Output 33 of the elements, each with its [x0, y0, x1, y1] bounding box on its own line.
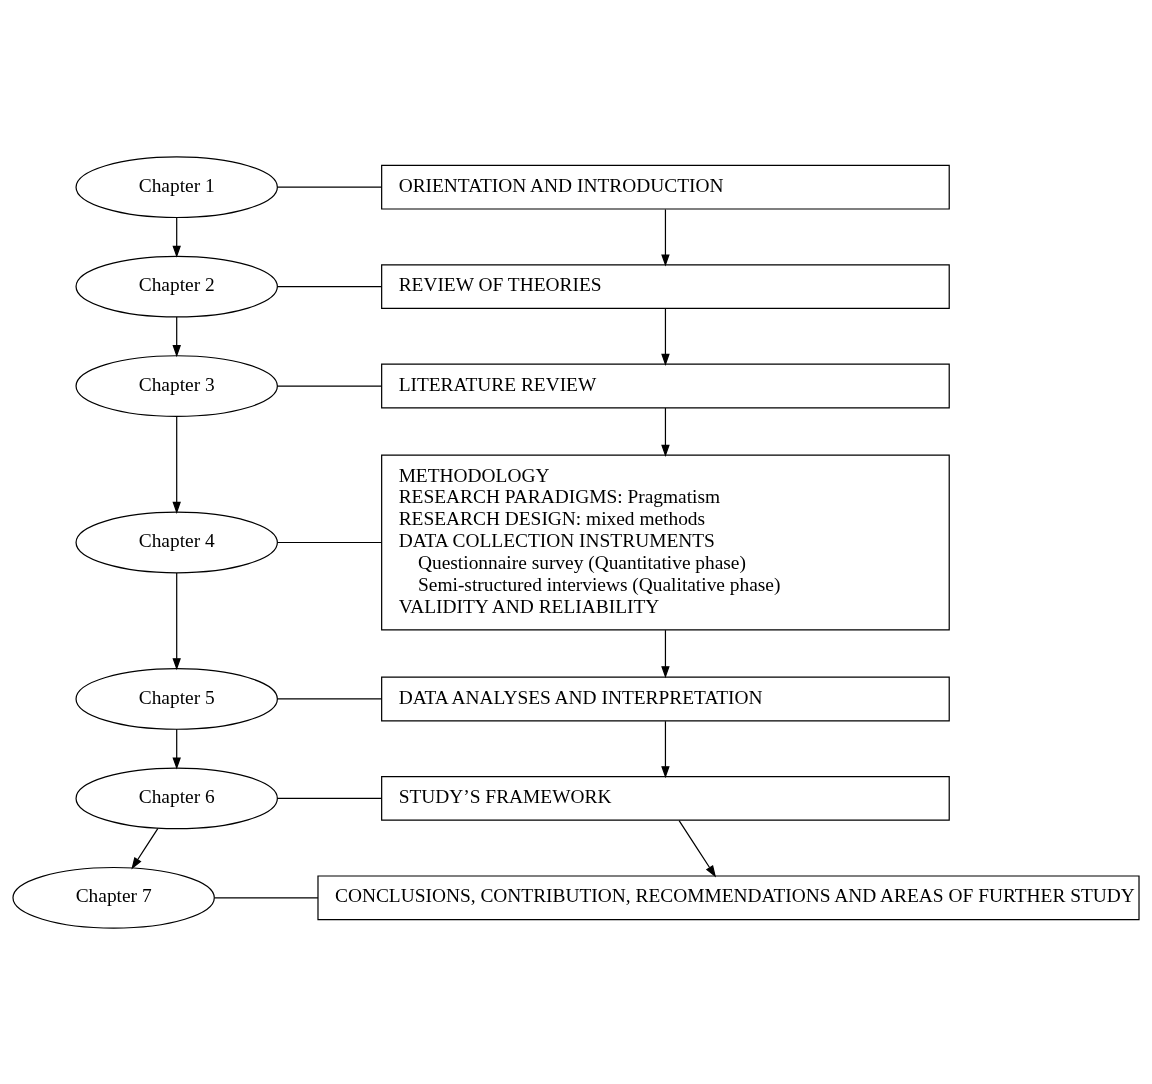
arrow — [661, 629, 670, 678]
arrow — [172, 415, 181, 514]
arrow — [172, 571, 181, 670]
connector — [276, 797, 383, 799]
node-ellipse: Chapter 3 — [75, 354, 278, 417]
connector — [276, 384, 383, 387]
connector — [276, 285, 383, 287]
node-box: CONCLUSIONS, CONTRIBUTION, RECOMMENDATIONS AND AREAS OF FURTHER STUDY — [317, 874, 1140, 920]
connector — [213, 896, 319, 898]
node-box: ORIENTATION AND INTRODUCTION — [381, 164, 950, 210]
connector — [276, 541, 383, 543]
node-box: LITERATURE REVIEW — [381, 363, 950, 408]
arrow — [661, 406, 670, 457]
node-box: DATA ANALYSES AND INTERPRETATION — [381, 676, 950, 721]
arrow — [172, 728, 181, 770]
node-box: REVIEW OF THEORIES — [381, 263, 950, 309]
node-ellipse: Chapter 6 — [75, 766, 278, 829]
arrow — [172, 216, 181, 258]
arrow — [131, 827, 159, 869]
node-ellipse: Chapter 7 — [12, 866, 215, 929]
node-ellipse: Chapter 1 — [75, 155, 278, 218]
node-box: STUDY’S FRAMEWORK — [381, 775, 950, 821]
arrow — [661, 208, 670, 267]
connector — [276, 697, 383, 700]
arrow — [661, 720, 670, 778]
arrow — [678, 819, 717, 877]
node-ellipse: Chapter 2 — [75, 255, 278, 318]
arrow — [172, 315, 181, 357]
node-ellipse: Chapter 4 — [75, 511, 278, 573]
arrow — [661, 307, 670, 366]
connector — [276, 186, 383, 188]
node-ellipse: Chapter 5 — [75, 667, 278, 730]
node-box: METHODOLOGY RESEARCH PARADIGMS: Pragmatism RESEARCH DESIGN: mixed methods DATA COLLECTION INSTRUMENTS Questionnaire survey (Quantitative phase) Semi-structured interviews (Qualitative phase) VALIDITY AND RELIABILITY — [381, 454, 950, 630]
